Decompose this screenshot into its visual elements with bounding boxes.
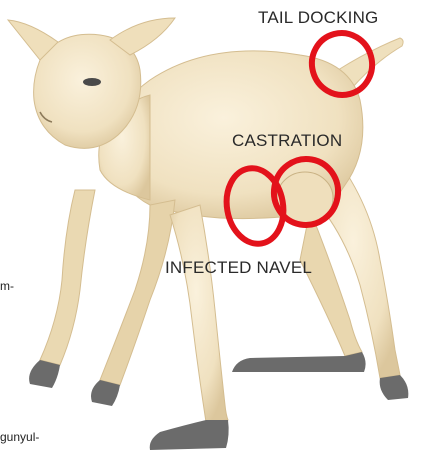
lamb-illustration [8,18,408,450]
hoof-left-leg [29,360,60,388]
cropped-text-fragment: m- [0,279,14,293]
lamb-eye [83,78,101,86]
lamb-left-leg [40,190,95,365]
castration-label: CASTRATION [232,131,342,151]
cropped-text-fragment: gunyul- [0,430,39,444]
hoof-front-front [150,420,229,450]
lamb-front-leg-back [100,200,175,385]
hoof-hind-front [380,375,409,400]
tail-docking-label: TAIL DOCKING [258,8,378,28]
infected-navel-label: INFECTED NAVEL [165,258,312,278]
lamb-front-leg-front [170,205,228,422]
